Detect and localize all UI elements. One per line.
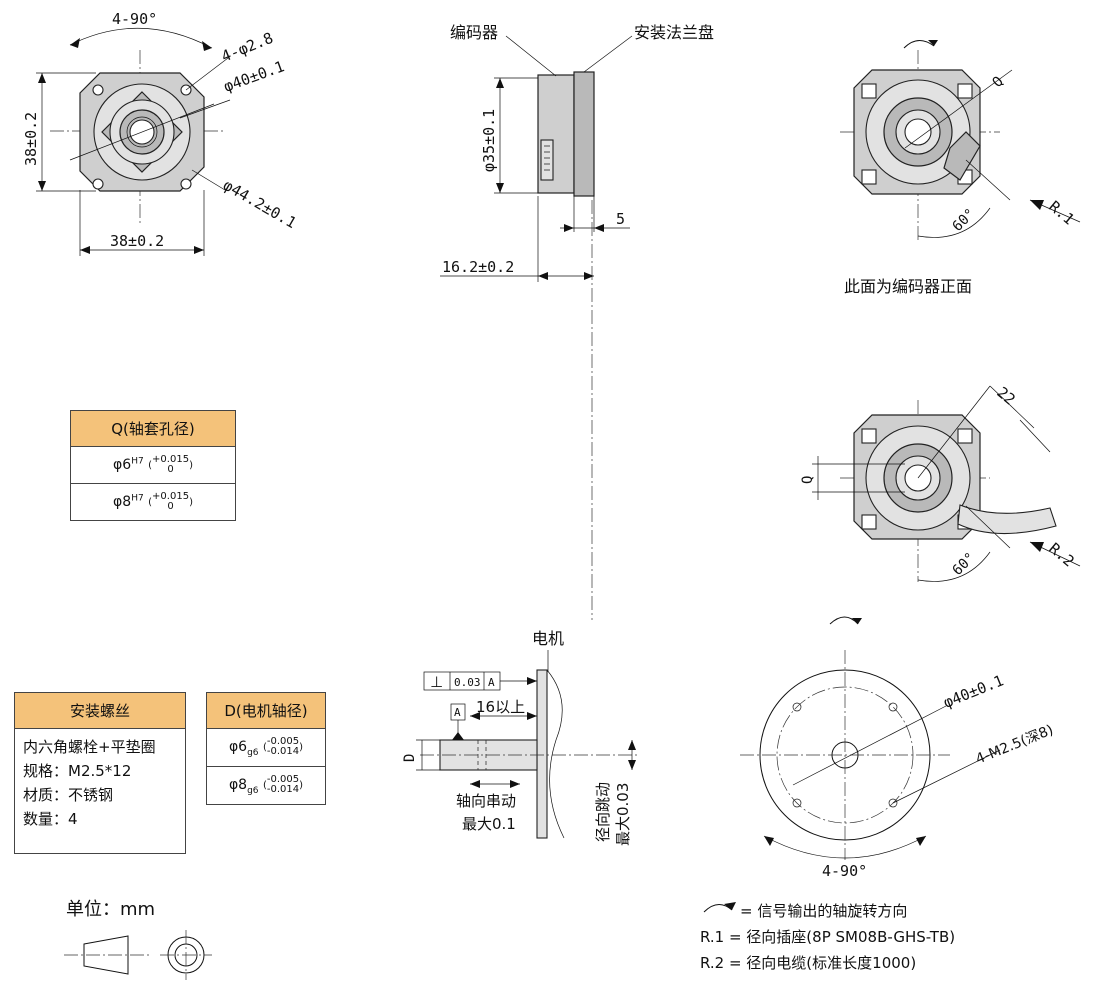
tolerance-value: 0.03 xyxy=(454,676,481,689)
screw-line: 内六角螺栓+平垫圈 xyxy=(23,738,156,756)
datum-ref: A xyxy=(488,676,495,689)
d-row-base: φ6 xyxy=(228,739,248,755)
motor-face-angle: 4-90° xyxy=(822,862,867,880)
shaft-length-label: 16以上 xyxy=(476,698,525,716)
q-row-lower: 0 xyxy=(167,464,174,475)
front-view: 4-90° 4-φ2.8 φ40±0.1 38±0.2 38±0.2 φ44.2… xyxy=(22,10,299,256)
q-row-fit: H7 xyxy=(131,456,144,467)
d-table-row: φ8g6 (-0.005-0.014) xyxy=(228,773,304,796)
right-top-angle-label: 60° xyxy=(950,206,979,235)
datum-box: A xyxy=(454,706,461,719)
screw-line: 材质：不锈钢 xyxy=(23,786,114,804)
q-row-upper: +0.015 xyxy=(152,491,190,502)
radial-line1: 径向跳动 xyxy=(594,782,612,842)
front-outer-diameter-label: φ44.2±0.1 xyxy=(220,176,299,232)
right-top-view: Q R.1 60° 此面为编码器正面 xyxy=(840,40,1081,296)
screw-line: 规格：M2.5*12 xyxy=(23,762,132,780)
legend-line1: = 信号输出的轴旋转方向 xyxy=(740,902,908,920)
motor-label: 电机 xyxy=(532,629,564,648)
d-row-upper: -0.005 xyxy=(266,773,300,785)
r2-label: R.2 xyxy=(1045,539,1077,570)
right-mid-angle-label: 60° xyxy=(950,550,979,579)
motor-face-view: φ40±0.1 4-M2.5(深8) 4-90° xyxy=(740,616,1056,880)
encoder-label: 编码器 xyxy=(450,23,498,42)
legend-line2: R.1 = 径向插座(8P SM08B-GHS-TB) xyxy=(700,928,956,946)
right-mid-view: 22 Q R.2 60° xyxy=(800,383,1081,582)
projection-symbol xyxy=(64,930,212,980)
d-row-lower: -0.014 xyxy=(266,783,300,795)
d-table: D(电机轴径) φ6g6 (-0.005-0.014) φ8g6 (-0.005… xyxy=(206,692,326,805)
d-table-header: D(电机轴径) xyxy=(207,693,325,729)
motor-side-view: 电机 ⊥ 0.03 A A 16以上 D 轴向串动 最大0.1 径向跳动 最大0… xyxy=(402,629,640,846)
q-row-upper: +0.015 xyxy=(152,454,190,465)
d-row-fit: g6 xyxy=(247,747,259,758)
radial-line2: 最大0.03 xyxy=(614,783,632,846)
q-row-base: φ6 xyxy=(113,457,132,473)
r1-label: R.1 xyxy=(1045,197,1077,228)
right-top-q-label: Q xyxy=(990,74,1007,91)
front-holes-label: 4-φ2.8 xyxy=(219,29,276,66)
perp-symbol: ⊥ xyxy=(430,673,443,691)
q-table-header: Q(轴套孔径) xyxy=(71,411,235,447)
axial-line2: 最大0.1 xyxy=(462,815,516,833)
d-row-upper: -0.005 xyxy=(266,736,300,747)
d-row-lower: -0.014 xyxy=(266,746,300,757)
right-mid-q-label: Q xyxy=(800,476,816,484)
axial-line1: 轴向串动 xyxy=(456,792,516,810)
front-width-label: 38±0.2 xyxy=(110,232,164,250)
flange-thickness-label: 5 xyxy=(616,210,625,228)
q-row-lower: 0 xyxy=(167,501,174,512)
d-table-row: φ6g6 (-0.005-0.014) xyxy=(207,729,325,767)
unit-label: 单位：mm xyxy=(66,899,156,920)
dim-22-label: 22 xyxy=(993,383,1018,408)
d-row-base: φ8 xyxy=(228,776,248,793)
d-row-fit: g6 xyxy=(247,785,259,796)
total-length-label: 16.2±0.2 xyxy=(442,258,514,276)
q-row-base: φ8 xyxy=(113,494,132,510)
side-diameter-label: φ35±0.1 xyxy=(480,109,498,172)
front-height-label: 38±0.2 xyxy=(22,112,40,166)
screw-line: 数量：4 xyxy=(23,810,78,828)
flange-label: 安装法兰盘 xyxy=(634,23,714,42)
legend-line3: R.2 = 径向电缆(标准长度1000) xyxy=(700,954,917,972)
rotation-arrow-icon xyxy=(703,902,736,913)
motor-face-bolt-circle: φ40±0.1 xyxy=(941,671,1006,711)
screw-table: 安装螺丝 内六角螺栓+平垫圈 规格：M2.5*12 材质：不锈钢 数量：4 xyxy=(14,692,186,854)
q-row-fit: H7 xyxy=(131,493,144,504)
front-face-caption: 此面为编码器正面 xyxy=(844,277,972,296)
front-angle-label: 4-90° xyxy=(112,10,157,28)
motor-face-thread: 4-M2.5(深8) xyxy=(974,722,1056,768)
side-view: 编码器 安装法兰盘 φ35±0.1 5 16.2±0.2 xyxy=(440,23,714,620)
d-label: D xyxy=(402,754,418,762)
screw-table-header: 安装螺丝 xyxy=(15,693,185,729)
